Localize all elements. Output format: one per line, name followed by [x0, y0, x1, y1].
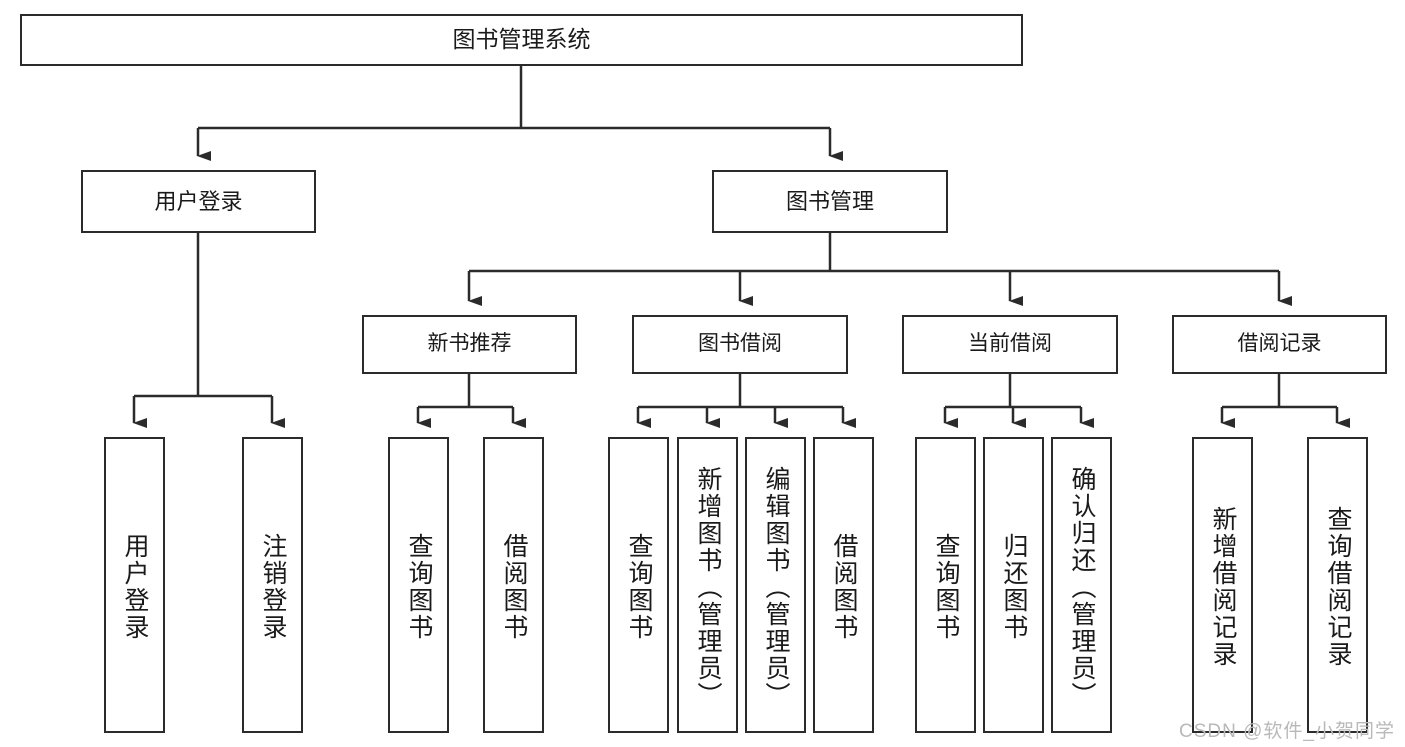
node-label: 注销登录	[259, 533, 287, 641]
leaf-new-book-query-book[interactable]: 查询图书	[388, 437, 449, 733]
node-new-book-recommend[interactable]: 新书推荐	[362, 315, 577, 374]
leaf-book-borrow-edit-book-admin[interactable]: 编辑图书（管理员）	[745, 437, 806, 733]
node-label: 查询借阅记录	[1324, 506, 1352, 668]
node-label: 新书推荐	[427, 332, 512, 356]
node-label: 用户登录	[121, 533, 149, 641]
leaf-current-borrow-confirm-return-admin[interactable]: 确认归还（管理员）	[1051, 437, 1112, 733]
node-label: 新增借阅记录	[1209, 506, 1237, 668]
node-current-borrow[interactable]: 当前借阅	[902, 315, 1118, 374]
node-label: 查询图书	[625, 533, 653, 641]
node-label: 查询图书	[932, 533, 960, 641]
node-label: 用户登录	[154, 188, 243, 214]
node-borrow-record[interactable]: 借阅记录	[1172, 315, 1387, 374]
leaf-user-login-logout[interactable]: 注销登录	[242, 437, 303, 733]
node-label: 借阅记录	[1237, 332, 1322, 356]
node-label: 图书管理	[785, 188, 874, 214]
node-label: 借阅图书	[830, 533, 858, 641]
leaf-user-login-login[interactable]: 用户登录	[104, 437, 165, 733]
node-label: 归还图书	[1000, 533, 1028, 641]
node-label: 查询图书	[405, 533, 433, 641]
leaf-book-borrow-add-book-admin[interactable]: 新增图书（管理员）	[677, 437, 738, 733]
node-user-login[interactable]: 用户登录	[81, 170, 316, 233]
leaf-borrow-record-add-record[interactable]: 新增借阅记录	[1192, 437, 1253, 733]
leaf-current-borrow-query-book[interactable]: 查询图书	[915, 437, 976, 733]
leaf-current-borrow-return-book[interactable]: 归还图书	[983, 437, 1044, 733]
csdn-watermark: CSDN @软件_小贺同学	[1179, 721, 1395, 742]
node-label: 确认归还（管理员）	[1068, 465, 1096, 709]
leaf-new-book-borrow-book[interactable]: 借阅图书	[483, 437, 544, 733]
node-label: 借阅图书	[500, 533, 528, 641]
node-label: 图书借阅	[698, 332, 782, 356]
node-book-management[interactable]: 图书管理	[712, 170, 948, 233]
node-label: 当前借阅	[968, 332, 1052, 356]
leaf-book-borrow-query-book[interactable]: 查询图书	[608, 437, 669, 733]
node-label: 图书管理系统	[452, 26, 591, 53]
leaf-borrow-record-query-record[interactable]: 查询借阅记录	[1307, 437, 1368, 733]
node-label: 新增图书（管理员）	[694, 465, 722, 709]
node-root-book-management-system[interactable]: 图书管理系统	[20, 14, 1023, 66]
leaf-book-borrow-borrow-book[interactable]: 借阅图书	[813, 437, 874, 733]
node-label: 编辑图书（管理员）	[762, 465, 790, 709]
node-book-borrow[interactable]: 图书借阅	[632, 315, 848, 374]
